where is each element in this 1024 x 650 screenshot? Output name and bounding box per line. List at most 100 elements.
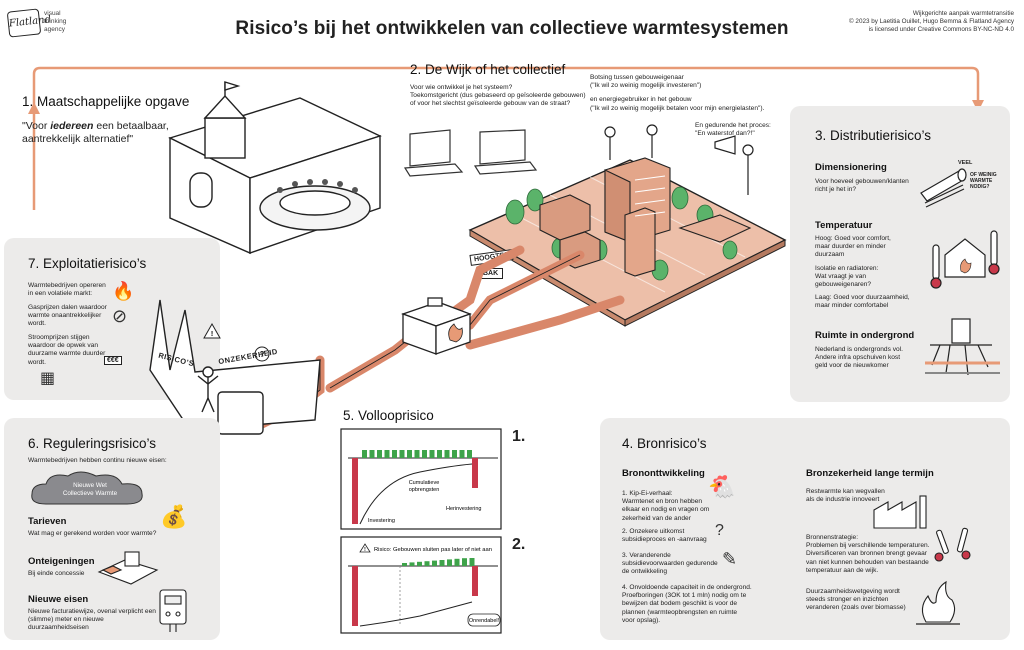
svg-text:!: ! [364,547,366,553]
chart2-number: 2. [512,536,526,553]
chart1-invest-label: Investering [368,518,395,524]
revenue-bar [452,450,457,458]
underground-title: Ruimte in ondergrond [815,330,915,341]
section7-title: 7. Exploitatierisico’s [28,256,147,271]
money-bag-icon: 💰 [160,504,188,529]
logo-text: visual thinking agency [44,10,67,33]
chart1-investment-bar [352,458,358,524]
section7-item-power: Stroomprijzen stijgen waardoor de opwek … [28,334,106,366]
new-requirements-text: Nieuwe facturatiewijze, ovenal verplicht… [28,608,156,632]
new-requirements-title: Nieuwe eisen [28,594,89,605]
revenue-bar [439,560,445,566]
revenue-bar [392,450,397,458]
biomass-fire-icon [916,580,960,625]
law-cloud-text: Nieuwe Wet Collectieve Warmte [62,482,118,497]
revenue-bar [459,450,465,458]
section1-quote: "Voor iedereen een betaalbaar, aantrekke… [22,120,169,145]
document-pen-icon: ✎ [722,549,738,569]
factory-icon [873,495,927,529]
license-credit: Wijkgerichte aanpak warmtetransitie © 20… [849,10,1014,33]
section6-intro: Warmtebedrijven hebben continu nieuwe ei… [28,457,167,464]
chart1-green-bars [362,450,472,458]
revenue-bar [424,561,430,566]
chart1-number: 1. [512,428,526,445]
source-item-4: 4. Onvoldoende capaciteit in de ondergro… [622,584,752,624]
revenue-bar [369,450,375,458]
flame-icon: 🔥 [112,281,135,301]
chart1-payback-scenario: Investering Herinvestering Cumulatieve o… [340,428,502,530]
source-item-2: 2. Onzekere uitkomst subsidieproces en -… [622,528,707,544]
revenue-bar [432,560,437,566]
chart2-green-bars [402,558,475,566]
tariff-title: Tarieven [28,516,67,527]
revenue-bar [462,558,467,566]
expropriation-icon [97,551,159,585]
dim-note-veel: VEEL [958,160,973,166]
revenue-bar [447,559,452,566]
certainty-text-2: Bronnenstrategie: Problemen bij verschil… [806,534,930,574]
revenue-bar [469,558,475,566]
revenue-bar [384,450,390,458]
section2-conflict: Botsing tussen gebouweigenaar ("Ik wil z… [590,74,765,112]
chart2-investment-bar [352,566,358,626]
neighbourhood-illustration [468,124,787,327]
dimensioning-text: Voor hoeveel gebouwen/klanten richt je h… [815,178,909,194]
chicken-egg-icon: 🐔 [708,474,736,499]
temperature-title: Temperatuur [815,220,873,231]
svg-text:!: ! [211,331,213,338]
revenue-bar [422,450,427,458]
section5-title: 5. Vollooprisico [343,408,434,423]
chart1-curve-label-1: Cumulatieve [409,480,440,486]
revenue-bar [444,450,450,458]
chart2-bubble-text: Onrendabel! [469,618,500,624]
euro-note: €€€ [104,356,122,365]
dim-note-weinig: OF WEINIG WARMTE NODIG? [970,172,997,190]
dimensioning-title: Dimensionering [815,162,887,173]
revenue-bar [407,450,412,458]
solar-panel-icon: ▦ [40,370,56,387]
page-title: Risico’s bij het ontwikkelen van collect… [235,18,789,39]
revenue-bar [362,450,367,458]
chart1-reinvest-label: Herinvestering [446,506,481,512]
temperature-text: Hoog: Goed voor comfort, maar duurder en… [815,235,910,310]
section4-title: 4. Bronrisico’s [622,436,707,451]
section6-title: 6. Reguleringsrisico’s [28,436,157,451]
section3-title: 3. Distributierisico’s [815,128,932,143]
source-item-1: 1. Kip-Ei-verhaal: Warmtenet en bron heb… [622,490,710,522]
chart2-reinvestment-bar [472,566,478,596]
section7-intro: Warmtebedrijven opereren in een volatiel… [28,282,106,298]
revenue-bar [454,558,460,566]
section2-questions: Voor wie ontwikkel je het systeem? Toeko… [410,84,586,108]
parliament-illustration [168,81,382,255]
heat-station-illustration [401,297,472,355]
source-certainty-title: Bronzekerheid lange termijn [806,468,934,479]
section7-item-gas: Gasprijzen dalen waardoor warmte onaantr… [28,304,107,328]
revenue-bar [467,450,472,458]
source-development-title: Brononttwikkeling [622,468,705,479]
agency-logo: Flatland visual thinking agency [6,8,88,42]
pipe-size-icon [920,168,967,208]
section1-title: 1. Maatschappelijke opgave [22,94,190,109]
source-item-3: 3. Veranderende subsidievoorwaarden gedu… [622,552,718,576]
tree-roots-icon [925,318,1000,376]
no-gas-icon: ⊘ [112,306,128,326]
revenue-bar [417,561,422,566]
laptops-illustration [403,129,538,177]
underground-text: Nederland is ondergronds vol. Andere inf… [815,346,903,370]
chart1-curve-label-2: opbrengsten [409,487,440,493]
revenue-bar [377,450,382,458]
svg-text:?: ? [260,350,265,359]
chart2-warning-text: Risico: Gebouwen sluiten pas later of ni… [374,547,492,553]
expropriation-text: Bij einde concessie [28,570,85,577]
law-cloud-icon [31,471,143,505]
revenue-bar [402,563,407,566]
revenue-bar [429,450,435,458]
revenue-bar [399,450,405,458]
section2-title: 2. De Wijk of het collectief [410,62,566,77]
thermometers-icon [934,527,971,562]
tariff-text: Wat mag er gerekend worden voor warmte? [28,530,157,537]
house-thermometer-icon [930,230,1000,289]
smart-meter-icon [159,589,187,632]
risk-banner-illustration: ! ? [149,299,321,435]
revenue-bar [409,562,415,566]
